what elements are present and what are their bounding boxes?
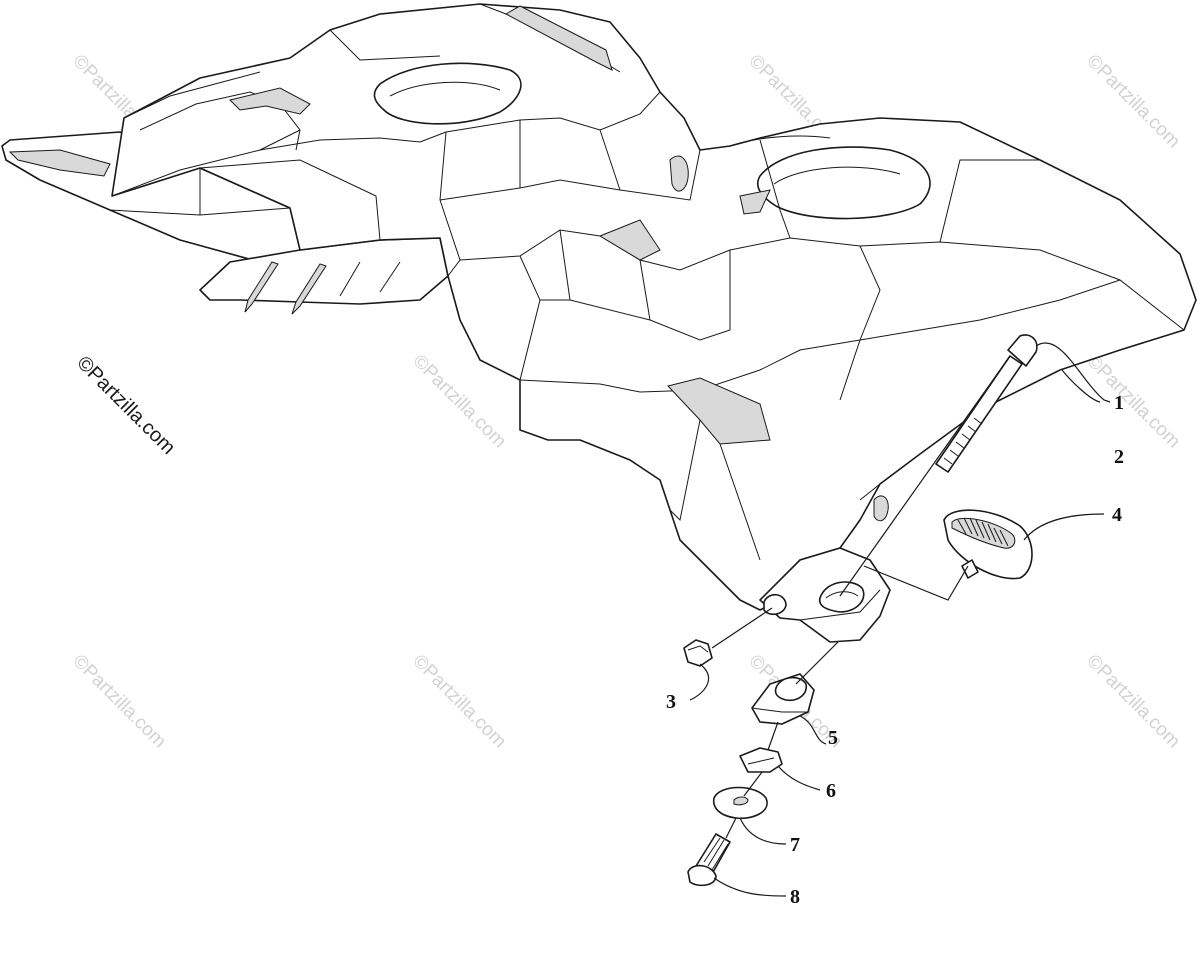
callout-3: 3 [666,691,676,713]
watermark-8: ©Partzilla.com [68,651,170,753]
callouts: 1 2 3 4 5 6 7 8 [666,392,1124,908]
watermark-main: ©Partzilla.com [72,352,179,459]
callout-4: 4 [1112,504,1122,526]
assembly-lines [711,355,1101,839]
callout-6: 6 [826,780,836,802]
part-2-bolt [935,334,1111,473]
watermark-9: ©Partzilla.com [408,651,510,753]
watermark-11: ©Partzilla.com [1082,651,1184,753]
part-6-clip [739,747,821,791]
callout-7: 7 [790,834,800,856]
callout-8: 8 [790,886,800,908]
watermark-4: ©Partzilla.com [1082,51,1184,153]
part-7-washer [712,786,787,845]
part-5-latch [751,673,827,745]
callout-1: 1 [1114,392,1124,414]
part-4-grommet [943,509,1105,580]
callout-5: 5 [828,727,838,749]
part-8-screw [687,833,787,897]
callout-2: 2 [1114,446,1124,468]
part-3-nut [683,639,713,701]
part-1-rear-body [1,3,1197,643]
